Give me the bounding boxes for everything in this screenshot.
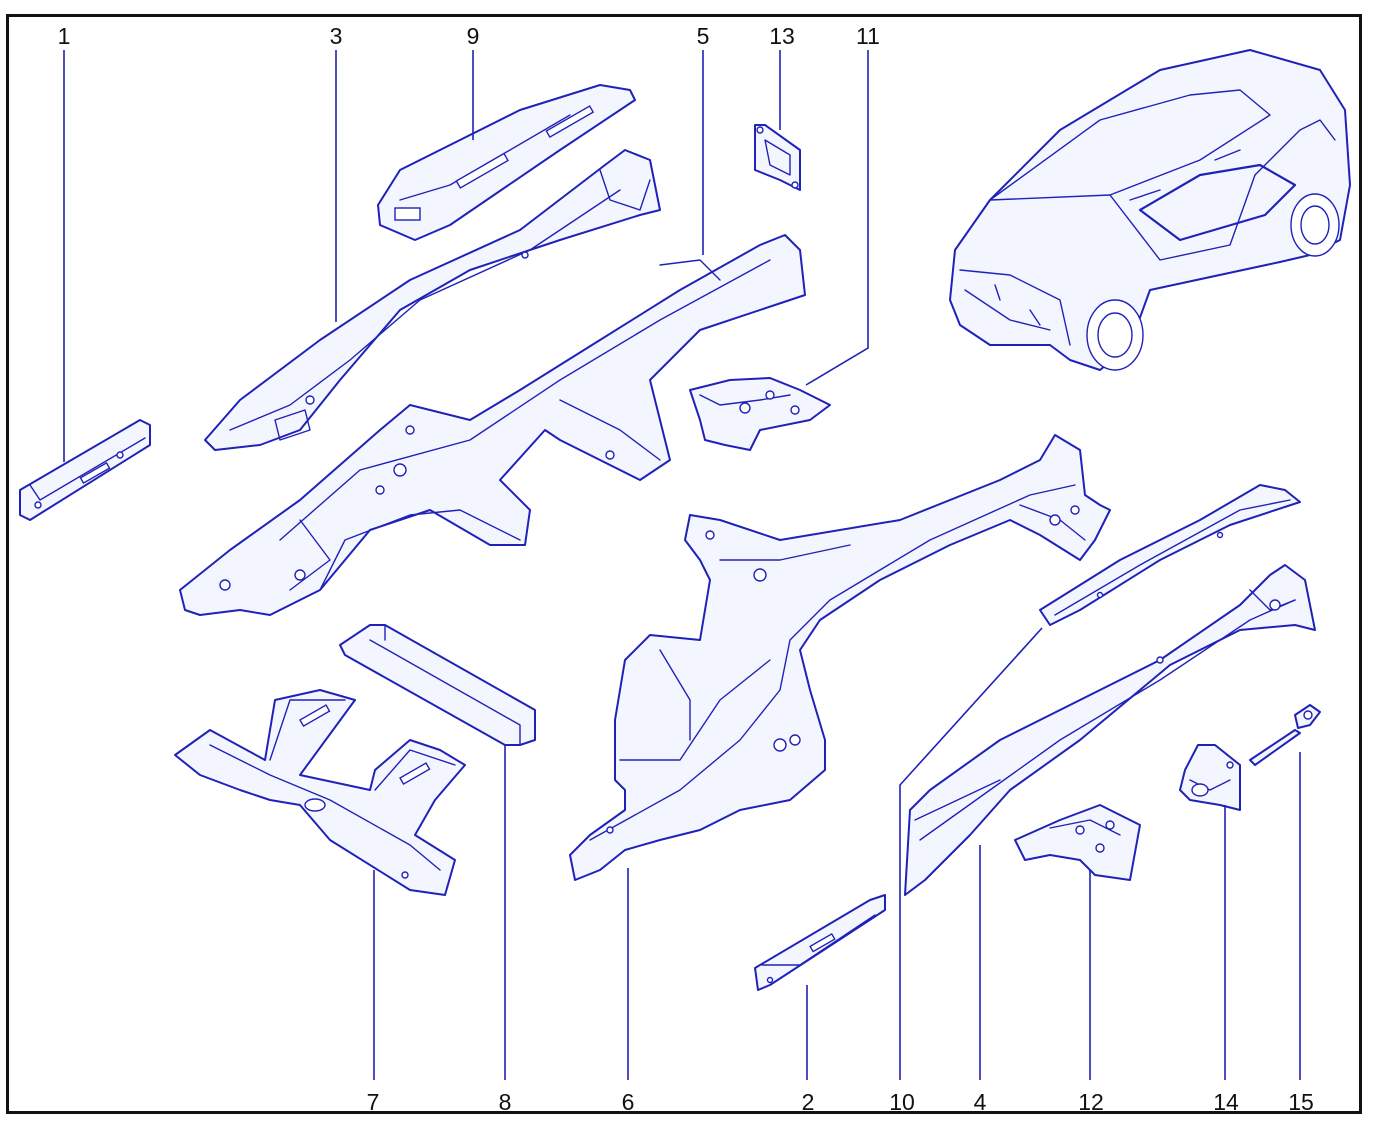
part-8	[339, 624, 536, 746]
callout-labels: 1 3 9 5 13 11 7 8 6 2 10 4 12 14 15	[58, 23, 1314, 1115]
leader-10	[899, 627, 1043, 1080]
part-6	[569, 434, 1111, 881]
part-1	[19, 419, 151, 521]
callout-13: 13	[769, 23, 795, 49]
part-14	[1179, 744, 1241, 811]
part-10	[1039, 484, 1301, 626]
leader-lines	[63, 50, 1301, 1080]
part-2	[754, 894, 886, 991]
callout-5: 5	[697, 23, 710, 49]
part-9	[377, 84, 636, 241]
part-13	[754, 124, 801, 191]
callout-14: 14	[1213, 1089, 1239, 1115]
callout-9: 9	[467, 23, 480, 49]
callout-3: 3	[330, 23, 343, 49]
callout-12: 12	[1078, 1089, 1104, 1115]
callout-11: 11	[856, 23, 880, 49]
callout-8: 8	[499, 1089, 512, 1115]
callout-4: 4	[974, 1089, 987, 1115]
part-5	[179, 234, 806, 616]
part-11	[689, 377, 831, 451]
callout-15: 15	[1288, 1089, 1314, 1115]
part-15	[1249, 704, 1321, 766]
callout-2: 2	[802, 1089, 815, 1115]
part-3	[204, 149, 661, 451]
callout-10: 10	[889, 1089, 915, 1115]
callout-1: 1	[58, 23, 71, 49]
part-7	[174, 689, 466, 896]
callout-7: 7	[367, 1089, 380, 1115]
leader-11	[805, 50, 869, 386]
callout-6: 6	[622, 1089, 635, 1115]
part-12	[1014, 804, 1141, 881]
part-4	[904, 564, 1316, 896]
vehicle-illustration	[949, 49, 1351, 371]
